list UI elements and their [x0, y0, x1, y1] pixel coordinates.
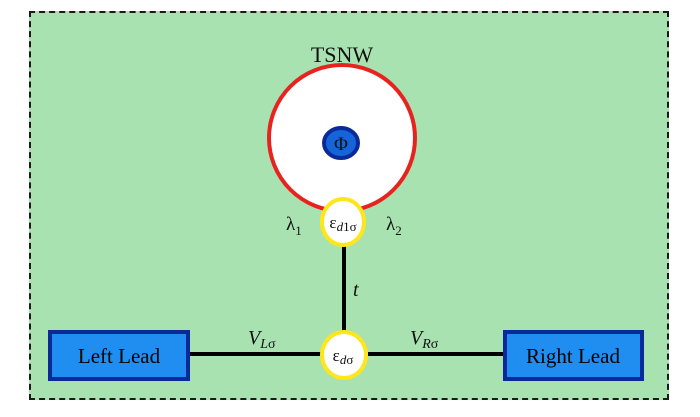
- flux-symbol-circle: [322, 126, 360, 160]
- hopping-label: t: [353, 279, 359, 301]
- right-lead-box: [503, 330, 644, 381]
- lambda-1-label: λ1: [286, 214, 302, 238]
- quantum-dot-lower-label: εdσ: [333, 346, 354, 367]
- coupling-right-label: VRσ: [410, 327, 439, 352]
- quantum-dot-lower: [320, 330, 368, 380]
- coupling-left-label: VLσ: [248, 327, 276, 352]
- tsnw-label: TSNW: [311, 42, 374, 67]
- lambda-2-label: λ2: [386, 214, 402, 238]
- quantum-dot-upper: [320, 197, 366, 247]
- flux-symbol-label: Φ: [334, 134, 348, 155]
- left-lead-box: [48, 330, 190, 381]
- quantum-dot-upper-label: εd1σ: [329, 213, 356, 234]
- right-lead-label: Right Lead: [526, 344, 620, 368]
- left-lead-label: Left Lead: [78, 344, 161, 368]
